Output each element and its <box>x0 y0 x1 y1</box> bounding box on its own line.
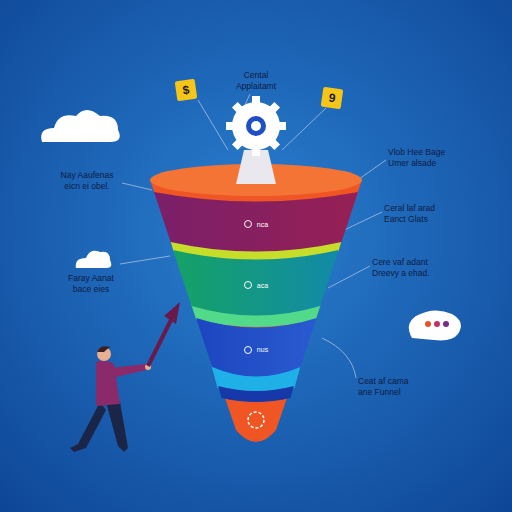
badge-tag: $ <box>175 79 198 102</box>
funnel-icon <box>248 412 264 428</box>
callout-text: Vlob Hee Bage Umer alsade <box>388 147 456 168</box>
callout-text: Cental Applaitamt <box>226 70 286 91</box>
band-shape <box>196 318 317 379</box>
gear <box>226 96 286 156</box>
band-content: aca <box>173 257 339 313</box>
dot <box>443 321 449 327</box>
dot <box>425 321 431 327</box>
band-content: nca <box>154 199 358 249</box>
callout-text: Ceat af cama ane Funnel <box>358 376 420 397</box>
person <box>70 302 180 452</box>
badge-tag: 9 <box>321 87 344 110</box>
band-fill <box>154 192 358 252</box>
callout-text: Cere vaf adant Dreevy a ehad. <box>372 257 448 278</box>
callout-text: Ceral laf arad Eanct Glats <box>384 203 456 224</box>
speech-bubble <box>409 310 461 340</box>
band-icon <box>244 220 252 228</box>
band-fill <box>173 250 339 316</box>
band-content: nus <box>196 325 317 374</box>
band-icon <box>244 346 252 354</box>
band-label: nca <box>257 221 268 228</box>
callout-text: Faray Aanat bace eies <box>62 273 120 294</box>
band-fill <box>196 318 317 377</box>
funnel-band: nus <box>196 318 317 379</box>
dot <box>434 321 440 327</box>
funnel-band: nca <box>154 192 358 254</box>
band-label: nus <box>257 346 268 353</box>
band-shape <box>154 192 358 254</box>
leader-lines <box>120 94 386 378</box>
funnel-band: aca <box>173 250 339 318</box>
callout-text: Nay Aaufenas eicn ei obel. <box>54 170 120 191</box>
cloud <box>76 251 112 268</box>
band-label: aca <box>257 282 268 289</box>
cloud <box>41 110 120 142</box>
funnel-body <box>150 180 362 442</box>
funnel-stripe <box>218 386 294 402</box>
band-shape <box>173 250 339 318</box>
band-icon <box>244 281 252 289</box>
